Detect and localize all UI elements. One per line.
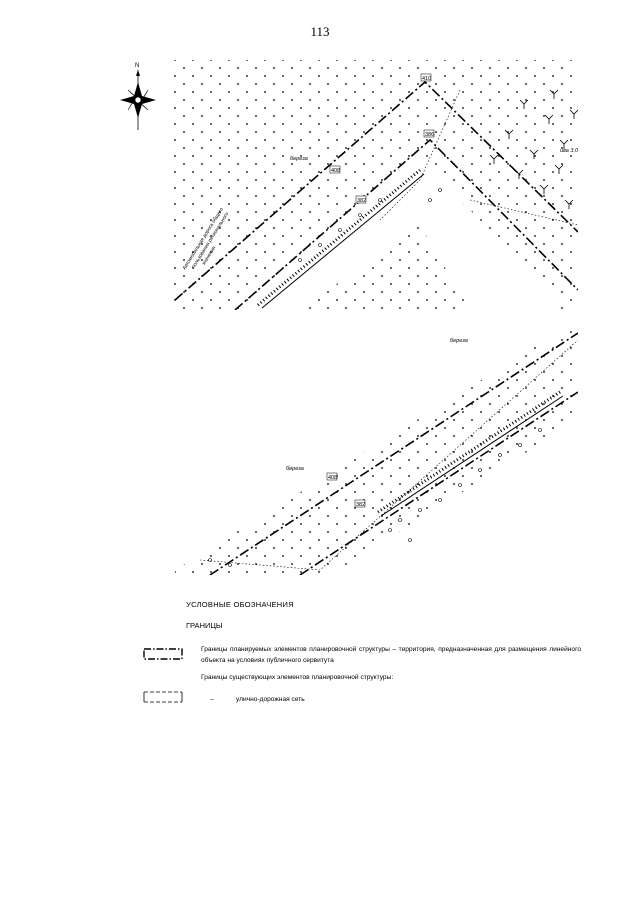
parcel-386-label: 386 xyxy=(425,132,434,138)
forest-area xyxy=(489,89,578,209)
tree-bereza-label-1: береза xyxy=(450,338,468,344)
legend-item-street-network: улично-дорожная сеть xyxy=(236,696,305,703)
legend-item-dash: – xyxy=(210,696,214,703)
tree-bereza-label-2: береза xyxy=(286,466,304,472)
parcel-382-label: 382 xyxy=(357,198,366,204)
map-bottom: 408 382 береза береза xyxy=(175,320,578,575)
legend-item-existing-heading: Границы существующих элементов планирово… xyxy=(201,674,394,681)
compass-north-label: N xyxy=(135,63,139,69)
compass-rose-icon: N xyxy=(120,63,156,130)
tree-iva-label: ива 3.0 xyxy=(560,148,579,154)
legend-item-planned-boundary: Границы планируемых элементов планировоч… xyxy=(201,646,581,664)
planned-boundary-symbol-icon xyxy=(143,648,183,660)
street-network-symbol-icon xyxy=(143,691,183,703)
parcel-408-label-bottom: 408 xyxy=(328,475,337,481)
parcel-410-label: 410 xyxy=(422,76,431,82)
page-number: 113 xyxy=(310,24,330,39)
map-top: 410 386 408 382 береза ива 3.0 Автомобил… xyxy=(170,60,579,310)
parcel-382-label-bottom: 382 xyxy=(356,502,365,508)
parcel-408-label: 408 xyxy=(331,168,340,174)
tree-bereza-label: береза xyxy=(290,156,308,162)
legend-title: УСЛОВНЫЕ ОБОЗНАЧЕНИЯ xyxy=(186,600,294,609)
legend-subtitle: ГРАНИЦЫ xyxy=(186,621,223,630)
